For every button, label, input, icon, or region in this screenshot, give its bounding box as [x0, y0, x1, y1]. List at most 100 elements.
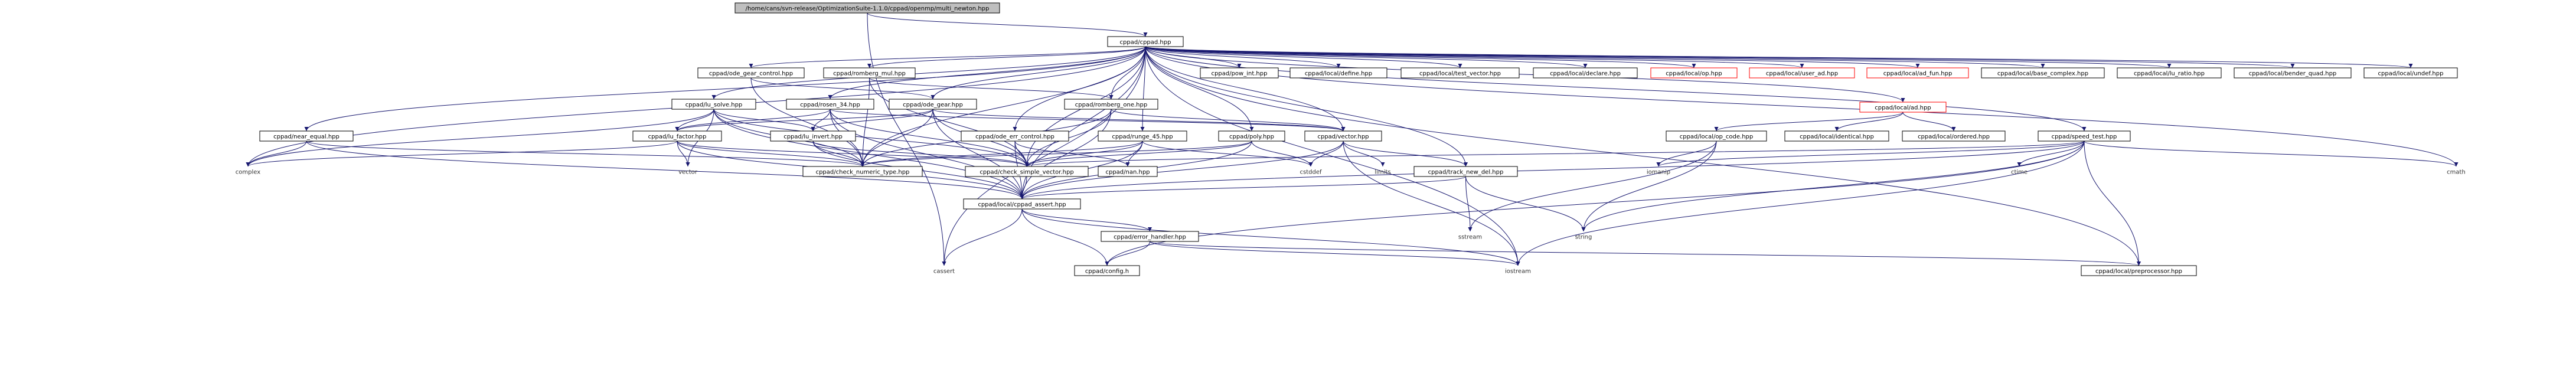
node-label: cppad/romberg_mul.hpp	[833, 71, 906, 77]
header-file-node[interactable]: cppad/ode_gear_control.hpp	[697, 67, 805, 79]
include-edge	[860, 140, 1252, 167]
node-box	[802, 166, 923, 177]
header-file-node[interactable]: cppad/local/undef.hpp	[2363, 67, 2458, 79]
include-edge	[1145, 46, 2141, 266]
header-file-node[interactable]: cppad/local/op.hpp	[1650, 67, 1738, 79]
node-label: cppad/local/ordered.hpp	[1918, 134, 1990, 140]
header-file-node[interactable]: cppad/ode_err_control.hpp	[961, 130, 1069, 142]
header-file-node[interactable]: cppad/romberg_mul.hpp	[823, 67, 916, 79]
header-file-node[interactable]: cppad/error_handler.hpp	[1101, 231, 1199, 242]
include-edge	[1024, 140, 1252, 167]
header-file-node[interactable]: cppad/config.h	[1074, 265, 1140, 276]
include-edge	[304, 46, 1146, 132]
system-header-node: iostream	[1505, 269, 1531, 275]
header-file-node[interactable]: cppad/romberg_one.hpp	[1064, 99, 1158, 110]
include-edge	[1150, 241, 1520, 266]
header-file-node[interactable]: cppad/near_equal.hpp	[259, 130, 354, 142]
header-file-node[interactable]: cppad/local/user_ad.hpp	[1749, 67, 1855, 79]
include-edge	[1308, 140, 1344, 167]
include-edge	[1025, 140, 2085, 167]
node-box	[2081, 265, 2197, 276]
node-label: cppad/lu_invert.hpp	[783, 134, 843, 140]
header-file-node[interactable]: cppad/speed_test.hpp	[2038, 130, 2131, 142]
header-file-node[interactable]: cppad/local/test_vector.hpp	[1400, 67, 1520, 79]
include-edge	[677, 140, 865, 167]
node-label: cppad/cppad.hpp	[1120, 40, 1171, 46]
header-file-node[interactable]: cppad/local/bender_quad.hpp	[2234, 67, 2352, 79]
include-edge	[1021, 208, 1152, 232]
node-box	[1902, 130, 2006, 142]
node-box	[2117, 67, 2222, 79]
include-edge	[1111, 109, 1346, 132]
header-file-node[interactable]: cppad/local/op_code.hpp	[1666, 130, 1767, 142]
node-box	[1866, 67, 1969, 79]
node-box	[1784, 130, 1889, 142]
node-label: cppad/nan.hpp	[1105, 169, 1150, 176]
include-edge	[1465, 176, 1473, 232]
node-box	[1074, 265, 1140, 276]
header-file-node[interactable]: cppad/ode_gear.hpp	[889, 99, 977, 110]
node-label: ctime	[2011, 169, 2028, 176]
system-header-node: vector	[678, 169, 698, 176]
node-box	[734, 2, 1000, 14]
node-box	[671, 99, 756, 110]
header-file-node[interactable]: cppad/local/preprocessor.hpp	[2081, 265, 2197, 276]
node-box	[1749, 67, 1855, 79]
header-file-node[interactable]: /home/cans/svn-release/OptimizationSuite…	[734, 2, 1000, 14]
system-header-node: complex	[236, 169, 260, 176]
node-label: iostream	[1505, 269, 1531, 275]
header-file-node[interactable]: cppad/cppad.hpp	[1107, 36, 1184, 47]
header-file-node[interactable]: cppad/nan.hpp	[1098, 166, 1158, 177]
system-header-node: iomanip	[1647, 169, 1670, 176]
header-file-node[interactable]: cppad/runge_45.hpp	[1098, 130, 1187, 142]
header-file-node[interactable]: cppad/check_numeric_type.hpp	[802, 166, 923, 177]
node-label: cppad/local/define.hpp	[1305, 71, 1372, 77]
include-edge	[830, 109, 1029, 167]
node-label: cppad/speed_test.hpp	[2052, 134, 2117, 140]
include-edge	[869, 77, 1114, 100]
node-box	[259, 130, 354, 142]
include-edge	[1024, 140, 1143, 167]
node-label: cppad/local/identical.hpp	[1800, 134, 1874, 140]
node-label: cppad/poly.hpp	[1229, 134, 1274, 140]
include-edge	[860, 46, 1146, 167]
header-file-node[interactable]: cppad/track_new_del.hpp	[1413, 166, 1518, 177]
include-edge	[1465, 176, 1586, 232]
header-file-node[interactable]: cppad/lu_solve.hpp	[671, 99, 756, 110]
include-edge	[1020, 140, 2085, 200]
header-file-node[interactable]: cppad/pow_int.hpp	[1200, 67, 1279, 79]
header-file-node[interactable]: cppad/local/identical.hpp	[1784, 130, 1889, 142]
header-file-node[interactable]: cppad/check_simple_vector.hpp	[965, 166, 1089, 177]
header-file-node[interactable]: cppad/local/cppad_assert.hpp	[963, 198, 1081, 210]
header-file-node[interactable]: cppad/local/base_complex.hpp	[1981, 67, 2105, 79]
header-file-node[interactable]: cppad/local/declare.hpp	[1533, 67, 1638, 79]
header-file-node[interactable]: cppad/lu_invert.hpp	[770, 130, 856, 142]
include-edge	[1714, 112, 1904, 132]
header-file-node[interactable]: cppad/poly.hpp	[1218, 130, 1285, 142]
node-label: cppad/error_handler.hpp	[1114, 234, 1186, 241]
node-label: cppad/local/ad.hpp	[1875, 105, 1931, 112]
header-file-node[interactable]: cppad/local/ordered.hpp	[1902, 130, 2006, 142]
node-label: cppad/local/cppad_assert.hpp	[978, 202, 1066, 208]
node-box	[1064, 99, 1158, 110]
node-label: cppad/romberg_one.hpp	[1075, 102, 1147, 109]
node-box	[2234, 67, 2352, 79]
node-label: cppad/ode_gear.hpp	[903, 102, 963, 109]
include-edge	[1145, 46, 2459, 167]
node-label: cppad/runge_45.hpp	[1112, 134, 1173, 140]
node-box	[1107, 36, 1184, 47]
node-label: limits	[1374, 169, 1390, 176]
system-header-node: ctime	[2011, 169, 2028, 176]
header-file-node[interactable]: cppad/vector.hpp	[1304, 130, 1382, 142]
node-box	[1098, 130, 1187, 142]
header-file-node[interactable]: cppad/lu_factor.hpp	[632, 130, 722, 142]
header-file-node[interactable]: cppad/local/lu_ratio.hpp	[2117, 67, 2222, 79]
header-file-node[interactable]: cppad/local/define.hpp	[1289, 67, 1387, 79]
header-file-node[interactable]: cppad/local/ad_fun.hpp	[1866, 67, 1969, 79]
include-edge	[1145, 46, 1341, 68]
node-label: cppad/config.h	[1085, 269, 1129, 275]
header-file-node[interactable]: cppad/rosen_34.hpp	[786, 99, 874, 110]
node-box	[2363, 67, 2458, 79]
header-file-node[interactable]: cppad/local/ad.hpp	[1859, 102, 1947, 113]
include-edge	[306, 140, 865, 167]
